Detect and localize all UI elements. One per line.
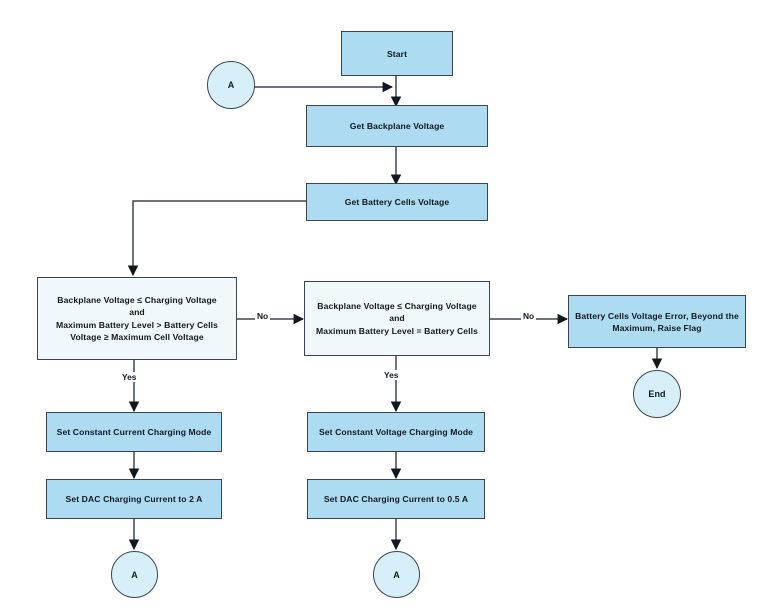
node-decision-two-label: Backplane Voltage ≤ Charging Voltage and… <box>315 300 479 336</box>
node-set-dac-current-05a[interactable]: Set DAC Charging Current to 0.5 A <box>307 479 485 519</box>
node-set-dac-current-05a-label: Set DAC Charging Current to 0.5 A <box>323 494 469 504</box>
connector-a-bottom-left-label: A <box>131 569 138 580</box>
node-decision-one-label: Backplane Voltage ≤ Charging Voltage and… <box>55 294 219 343</box>
edge-label-decision-one-no: No <box>255 311 271 321</box>
node-set-constant-voltage-mode[interactable]: Set Constant Voltage Charging Mode <box>307 412 485 452</box>
connector-a-bottom-middle-label: A <box>393 569 400 580</box>
connector-a-left[interactable]: A <box>207 61 255 109</box>
connector-a-left-label: A <box>227 80 235 90</box>
node-get-battery-cells-voltage[interactable]: Get Battery Cells Voltage <box>306 183 488 221</box>
connector-a-bottom-middle[interactable]: A <box>373 551 420 598</box>
connector-a-bottom-left[interactable]: A <box>111 551 158 598</box>
node-error-raise-flag[interactable]: Battery Cells Voltage Error, Beyond the … <box>568 295 746 348</box>
node-set-dac-current-2a[interactable]: Set DAC Charging Current to 2 A <box>46 479 222 519</box>
node-decision-two[interactable]: Backplane Voltage ≤ Charging Voltage and… <box>304 281 490 356</box>
node-start[interactable]: Start <box>341 31 453 76</box>
node-end[interactable]: End <box>633 370 681 418</box>
edge-label-decision-two-no: No <box>521 311 537 321</box>
node-set-constant-current-mode-label: Set Constant Current Charging Mode <box>56 427 212 437</box>
node-error-raise-flag-label: Battery Cells Voltage Error, Beyond the … <box>575 310 739 333</box>
edge-cells-to-decision1 <box>127 200 307 277</box>
edge-label-decision-two-yes: Yes <box>382 370 401 380</box>
node-start-label: Start <box>386 48 408 59</box>
node-end-label: End <box>648 389 666 399</box>
node-get-battery-cells-voltage-label: Get Battery Cells Voltage <box>344 197 450 207</box>
node-set-dac-current-2a-label: Set DAC Charging Current to 2 A <box>65 494 203 504</box>
edge-label-decision-one-yes: Yes <box>120 372 139 382</box>
node-decision-one[interactable]: Backplane Voltage ≤ Charging Voltage and… <box>37 277 237 360</box>
node-set-constant-voltage-mode-label: Set Constant Voltage Charging Mode <box>318 427 474 437</box>
node-set-constant-current-mode[interactable]: Set Constant Current Charging Mode <box>46 412 222 452</box>
node-get-backplane-voltage-label: Get Backplane Voltage <box>349 121 445 131</box>
node-get-backplane-voltage[interactable]: Get Backplane Voltage <box>306 105 488 147</box>
